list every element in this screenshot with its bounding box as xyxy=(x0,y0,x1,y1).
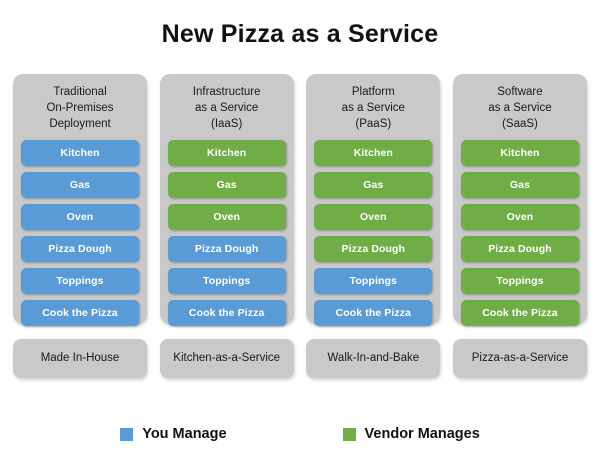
column-header-paas: Platform as a Service (PaaS) xyxy=(314,84,432,132)
column-header-line: Traditional xyxy=(53,86,107,98)
stack-item: Kitchen xyxy=(460,140,579,166)
legend-swatch-icon xyxy=(120,427,134,441)
stack-item: Cook the Pizza xyxy=(21,300,139,326)
page-title: New Pizza as a Service xyxy=(161,20,439,48)
stack-item: Toppings xyxy=(167,268,286,294)
column-footer-saas: Pizza-as-a-Service xyxy=(452,339,587,378)
column-header-line: as a Service xyxy=(341,102,405,114)
stack-item: Toppings xyxy=(21,268,139,294)
stack-item: Kitchen xyxy=(21,140,139,166)
column-header-line: Platform xyxy=(351,86,395,98)
column-footer-paas: Walk-In-and-Bake xyxy=(306,339,441,378)
column-header-line: Deployment xyxy=(49,118,111,130)
stack-item: Oven xyxy=(167,204,286,230)
stack-item: Toppings xyxy=(314,268,433,294)
stack-item: Kitchen xyxy=(167,140,286,166)
stack-item: Oven xyxy=(460,204,579,230)
column-footer-on-premises: Made In-House xyxy=(13,339,147,378)
legend-swatch-icon xyxy=(342,427,356,441)
column-header-line: Software xyxy=(497,86,543,98)
stack-item: Pizza Dough xyxy=(314,236,433,262)
column-header-line: as a Service xyxy=(488,102,552,114)
column-header-line: (PaaS) xyxy=(355,118,392,130)
stack-item: Toppings xyxy=(460,268,579,294)
stack-item: Gas xyxy=(314,172,433,198)
legend-entry-vendor: Vendor Manages xyxy=(342,426,480,442)
legend: You Manage Vendor Manages xyxy=(0,426,600,442)
column-header-line: On-Premises xyxy=(46,102,114,114)
stack-item: Pizza Dough xyxy=(21,236,139,262)
column-header-saas: Software as a Service (SaaS) xyxy=(461,84,579,132)
stack-item: Oven xyxy=(21,204,139,230)
legend-label: You Manage xyxy=(142,426,227,442)
stack-item: Gas xyxy=(167,172,286,198)
column-header-iaas: Infrastructure as a Service (IaaS) xyxy=(168,84,286,132)
column-footer-iaas: Kitchen-as-a-Service xyxy=(159,339,294,378)
stack-item: Kitchen xyxy=(314,140,433,166)
column-header-line: (IaaS) xyxy=(210,118,243,130)
column-header-line: Infrastructure xyxy=(192,86,261,98)
stack-item: Cook the Pizza xyxy=(460,300,579,326)
stack-item: Gas xyxy=(460,172,579,198)
column-header-line: (SaaS) xyxy=(502,118,538,130)
stack-item: Pizza Dough xyxy=(167,236,286,262)
stack-item: Oven xyxy=(314,204,433,230)
stack-item: Pizza Dough xyxy=(460,236,579,262)
stack-item: Gas xyxy=(21,172,139,198)
stack-item: Cook the Pizza xyxy=(167,300,286,326)
legend-entry-you: You Manage xyxy=(120,426,227,442)
legend-label: Vendor Manages xyxy=(364,426,480,442)
stack-item: Cook the Pizza xyxy=(314,300,433,326)
column-header-line: as a Service xyxy=(195,102,259,114)
